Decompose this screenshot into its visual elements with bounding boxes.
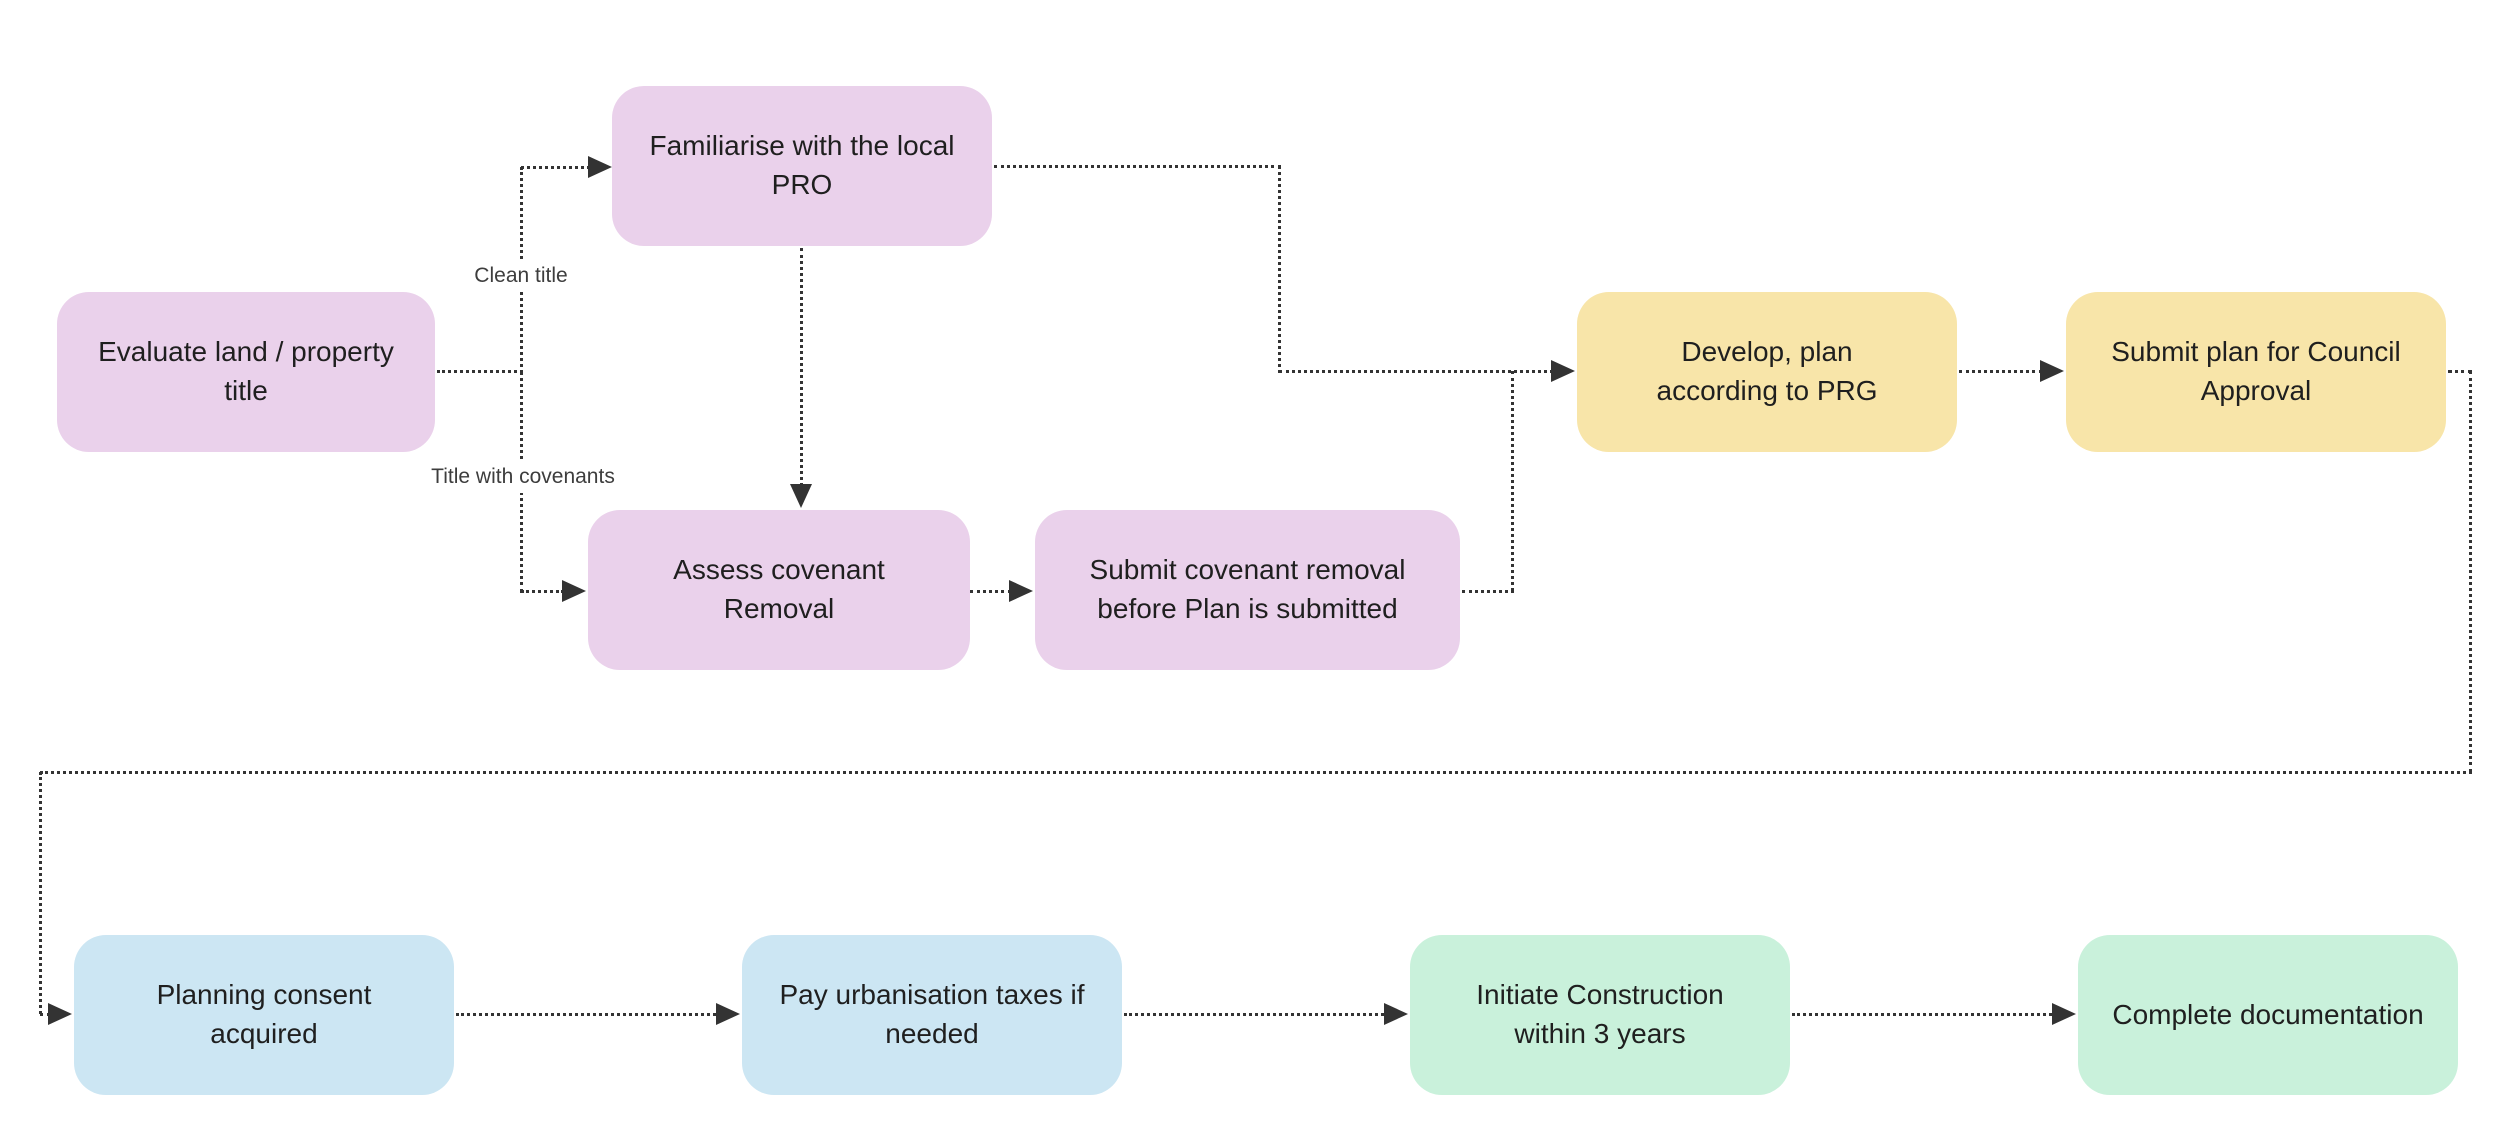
arrowhead-icon — [2052, 1003, 2076, 1025]
node-planning-consent[interactable]: Planning consent acquired — [74, 935, 454, 1095]
edge-label-clean-title[interactable]: Clean title — [468, 260, 574, 292]
connector-segment — [994, 165, 1281, 168]
connector-segment — [521, 590, 564, 593]
connector-segment — [1279, 370, 1553, 373]
arrowhead-icon — [562, 580, 586, 602]
node-submit-covenant[interactable]: Submit covenant removal before Plan is s… — [1035, 510, 1460, 670]
arrowhead-icon — [48, 1003, 72, 1025]
connector-segment — [437, 370, 523, 373]
connector-segment — [800, 248, 803, 486]
arrowhead-icon — [790, 484, 812, 508]
arrowhead-icon — [2040, 360, 2064, 382]
connector-segment — [2448, 370, 2472, 373]
node-familiarise-pro[interactable]: Familiarise with the local PRO — [612, 86, 992, 246]
connector-segment — [39, 772, 42, 1014]
node-submit-plan[interactable]: Submit plan for Council Approval — [2066, 292, 2446, 452]
connector-segment — [40, 1013, 50, 1016]
connector-segment — [1511, 371, 1514, 591]
node-label: Submit plan for Council Approval — [2111, 336, 2401, 406]
connector-segment — [1278, 166, 1281, 373]
node-label: Familiarise with the local PRO — [649, 130, 955, 200]
node-label: Pay urbanisation taxes if needed — [779, 979, 1085, 1049]
node-label: Evaluate land / property title — [98, 336, 394, 406]
node-label: Develop, plan according to PRG — [1656, 336, 1878, 406]
node-initiate-construction[interactable]: Initiate Construction within 3 years — [1410, 935, 1790, 1095]
node-complete-documentation[interactable]: Complete documentation — [2078, 935, 2458, 1095]
node-label: Assess covenant Removal — [673, 554, 885, 624]
connector-segment — [456, 1013, 716, 1016]
arrowhead-icon — [1551, 360, 1575, 382]
connector-segment — [1124, 1013, 1384, 1016]
node-label: Initiate Construction within 3 years — [1476, 979, 1724, 1049]
node-label: Complete documentation — [2112, 998, 2424, 1030]
node-pay-taxes[interactable]: Pay urbanisation taxes if needed — [742, 935, 1122, 1095]
connector-segment — [1959, 370, 2042, 373]
connector-segment — [970, 590, 1011, 593]
arrowhead-icon — [1009, 580, 1033, 602]
arrowhead-icon — [588, 156, 612, 178]
arrowhead-icon — [716, 1003, 740, 1025]
arrowhead-icon — [1384, 1003, 1408, 1025]
connector-segment — [40, 771, 2472, 774]
node-evaluate-title[interactable]: Evaluate land / property title — [57, 292, 435, 452]
connector-segment — [521, 166, 590, 169]
node-assess-covenant[interactable]: Assess covenant Removal — [588, 510, 970, 670]
node-develop-plan[interactable]: Develop, plan according to PRG — [1577, 292, 1957, 452]
connector-segment — [1462, 590, 1514, 593]
edge-label-title-with-covenants[interactable]: Title with covenants — [425, 461, 621, 493]
connector-segment — [2469, 371, 2472, 772]
node-label: Submit covenant removal before Plan is s… — [1089, 554, 1406, 624]
connector-segment — [1792, 1013, 2052, 1016]
node-label: Planning consent acquired — [156, 979, 372, 1049]
